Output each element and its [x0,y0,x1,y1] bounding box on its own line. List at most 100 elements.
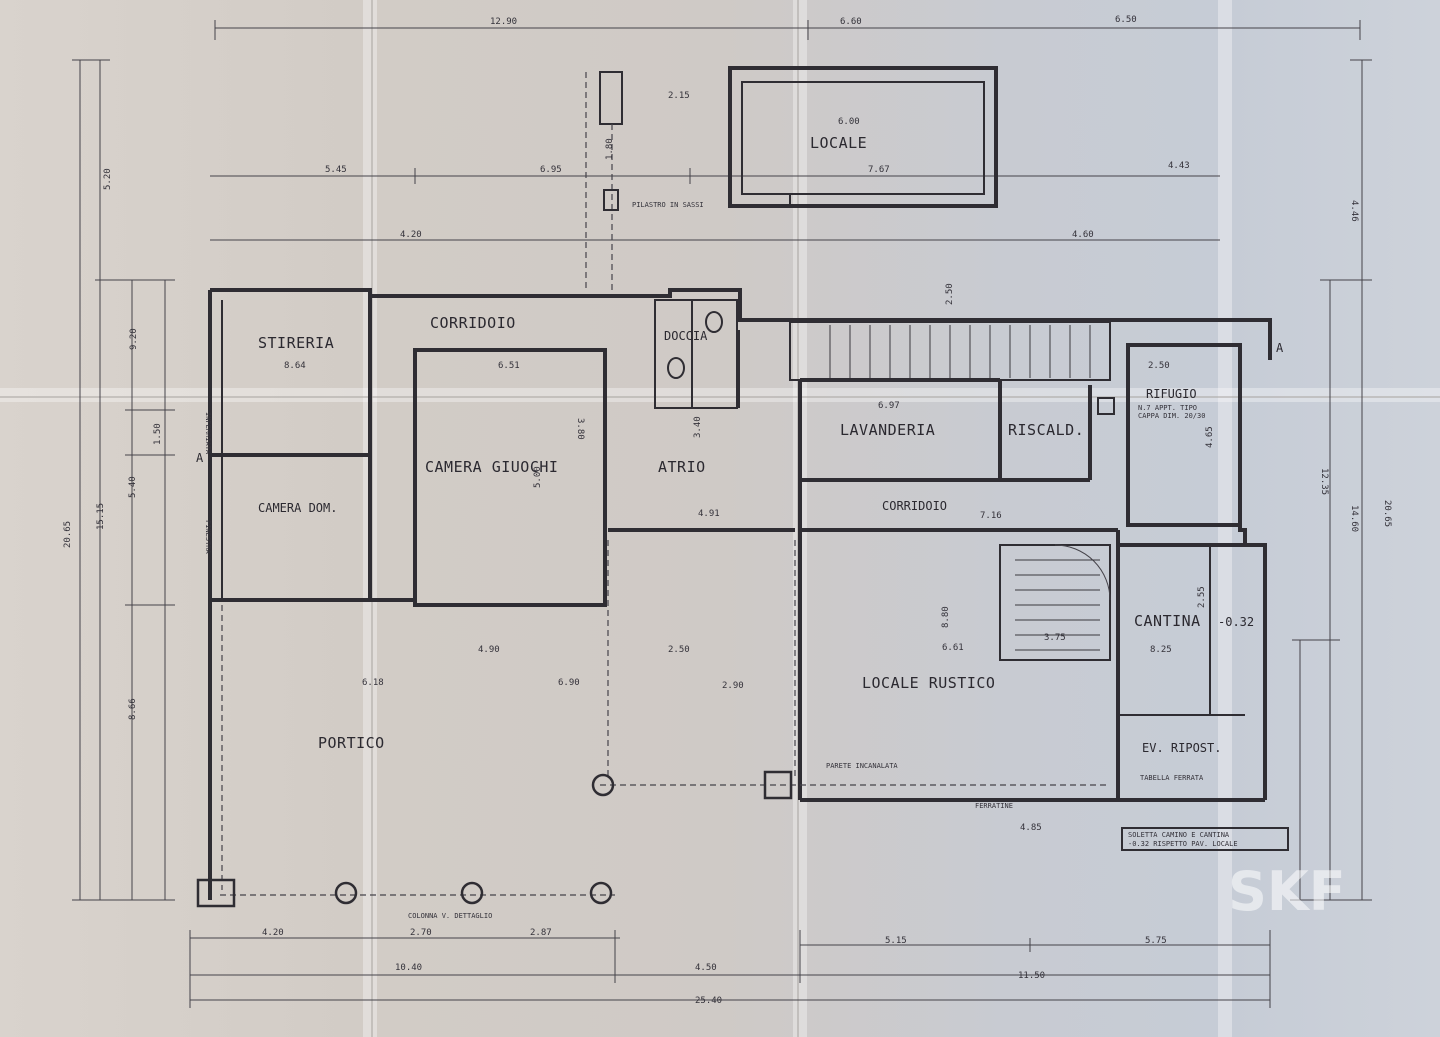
room-label-locale-rustico: LOCALE RUSTICO [862,674,995,692]
dim-text: 20.65 [1382,500,1392,527]
stone-pilaster: PILASTRO IN SASSI [585,71,704,290]
note-colonna: COLONNA V. DETTAGLIO [408,912,492,920]
dim-text: 4.65 [1205,426,1215,448]
dim-text: 8.66 [128,698,138,720]
room-label-corridoio-east: CORRIDOIO [882,499,947,513]
dim-text: 10.40 [395,963,422,973]
dim-text: 5.45 [325,165,347,175]
dim-text: 4.43 [1168,161,1190,171]
room-label-rifugio: RIFUGIO [1146,387,1197,401]
section-marker-a: A [1276,341,1284,355]
dim-text: 5.40 [128,476,138,498]
dim-text: 11.50 [1018,971,1045,981]
dim-text: 3.80 [575,418,585,440]
dim-text: 2.50 [668,645,690,655]
note-rifugio: CAPPA DIM. 20/30 [1138,412,1205,420]
dim-text: 2.55 [1197,586,1207,608]
bottom-dimensions: 10.40 4.50 11.50 25.40 5.15 5.75 4.85 2.… [189,823,1271,1008]
dim-text: 15.15 [96,503,106,530]
note-pilastro: PILASTRO IN SASSI [632,201,704,209]
left-dimensions: 5.20 9.20 15.15 20.65 1.50 5.40 8.66 [63,59,175,901]
dim-text: 12.35 [1319,468,1329,495]
note-finestra: FINESTRA [204,520,212,555]
dim-text: 4.50 [695,963,717,973]
top-dimensions: 12.90 6.60 6.50 5.45 6.95 4.43 4.20 4.60… [210,15,1361,241]
dim-text: 4.20 [262,928,284,938]
dim-text: 4.60 [1072,230,1094,240]
stair-spiral [999,544,1111,661]
interior-dimensions: 6.51 3.80 5.00 8.64 6.97 4.91 7.16 2.50 … [284,138,1215,691]
dim-text: 5.15 [885,936,907,946]
dim-text: 4.85 [1020,823,1042,833]
dim-text: 2.15 [668,91,690,101]
dim-text: 2.70 [410,928,432,938]
dim-text: 6.60 [840,17,862,27]
dim-text: 3.40 [693,416,703,438]
portico-columns [196,770,793,908]
dim-text: 6.90 [558,678,580,688]
dim-text: 6.97 [878,401,900,411]
cantina-note-box [1121,827,1289,851]
note-ferratine: FERRATINE [975,802,1013,810]
rifugio-cappa [1097,397,1115,415]
dim-text: 1.80 [605,138,615,160]
dim-text: 8.80 [941,606,951,628]
room-label-corridoio: CORRIDOIO [430,314,516,332]
stair-treads-north [829,325,1091,378]
note-cantina: -0.32 RISPETTO PAV. LOCALE [1128,840,1238,848]
dim-text: 7.67 [868,165,890,175]
locale-annex: LOCALE 6.00 7.67 [728,66,998,208]
dim-text: 4.91 [698,509,720,519]
room-label-camera-dom: CAMERA DOM. [258,501,337,515]
room-label-riscald: RISCALD. [1008,421,1084,439]
right-dimensions: 4.46 12.35 14.60 20.65 [1290,59,1392,901]
dim-text: 8.64 [284,361,306,371]
dim-text: 3.75 [1044,633,1066,643]
dim-text: 6.00 [838,117,860,127]
dim-text: 5.00 [533,466,543,488]
note-rifugio: N.7 APPT. TIPO [1138,404,1197,412]
dim-text: 2.50 [1148,361,1170,371]
doccia-fixture [667,357,685,379]
room-label-locale: LOCALE [810,134,867,152]
dim-text: 9.20 [129,328,139,350]
dim-text: 20.65 [63,521,73,548]
dim-text: 6.18 [362,678,384,688]
dim-text: 5.75 [1145,936,1167,946]
dim-text: 6.61 [942,643,964,653]
dim-text: 6.95 [540,165,562,175]
dim-text: 5.20 [103,168,113,190]
room-label-doccia: DOCCIA [664,329,708,343]
dim-text: 8.25 [1150,645,1172,655]
note-parete: PARETE INCANALATA [826,762,898,770]
dim-text: 14.60 [1349,505,1359,532]
dim-text: 6.51 [498,361,520,371]
section-marker-a: A [196,451,204,465]
dim-text: 2.90 [722,681,744,691]
note-tabella: TABELLA FERRATA [1140,774,1204,782]
note-cantina: SOLETTA CAMINO E CANTINA [1128,831,1230,839]
interior-walls [210,296,1245,800]
room-label-stireria: STIRERIA [258,334,334,352]
dim-text: 4.90 [478,645,500,655]
dim-text: 4.46 [1349,200,1359,222]
room-label-cantina: CANTINA [1134,612,1201,630]
doccia-fixture [705,311,723,333]
cantina-level: -0.32 [1218,615,1254,629]
dim-text: 2.87 [530,928,552,938]
room-label-portico: PORTICO [318,734,385,752]
room-label-lavanderia: LAVANDERIA [840,421,935,439]
dim-text: 25.40 [695,996,722,1006]
room-label-atrio: ATRIO [658,458,706,476]
dim-text: 12.90 [490,17,517,27]
room-label-ev-ripost: EV. RIPOST. [1142,741,1221,755]
room-label-camera-giuochi: CAMERA GIUOCHI [425,458,558,476]
watermark-logo: SKF [1228,860,1346,923]
dim-text: 7.16 [980,511,1002,521]
dim-text: 2.50 [945,283,955,305]
dim-text: 4.20 [400,230,422,240]
dim-text: 6.50 [1115,15,1137,25]
note-inferriata: INFERRIATA [204,412,212,455]
